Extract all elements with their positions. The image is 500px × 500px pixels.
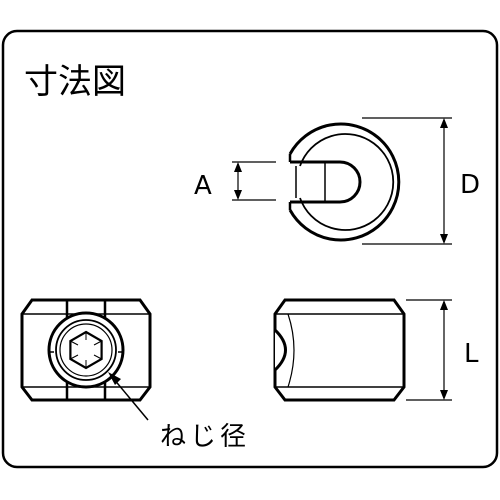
dimension-l (406, 299, 452, 401)
end-view (288, 122, 401, 242)
label-d: D (460, 170, 480, 200)
thread-leader (108, 372, 149, 421)
cylinder-groove (273, 328, 287, 372)
side-view-screw (20, 298, 152, 402)
end-view-slot (290, 160, 362, 204)
dimension-a (232, 161, 276, 201)
screw-inner-circle (59, 323, 113, 377)
end-view-inner-ring (299, 133, 395, 231)
drawing-title: 寸法図 (24, 62, 126, 102)
label-l: L (464, 339, 479, 369)
side-view-cylinder (273, 298, 406, 402)
drawing-frame (1, 29, 499, 469)
label-thread: ねじ径 (160, 422, 250, 452)
dimension-d (362, 117, 452, 245)
label-a: A (194, 171, 212, 201)
end-view-outer-ring (288, 122, 401, 242)
